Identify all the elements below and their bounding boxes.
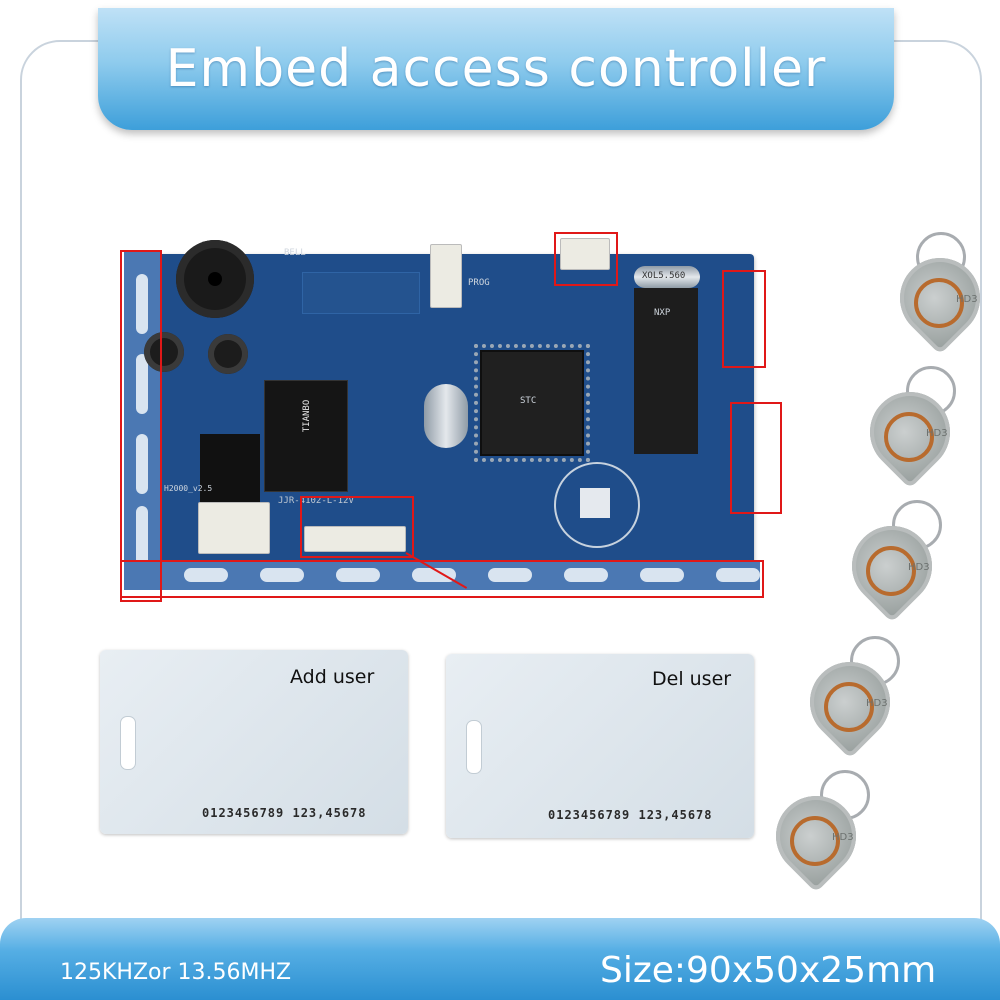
card-label: Add user (290, 666, 375, 688)
highlight-box (120, 560, 764, 598)
rail-slot (136, 434, 148, 494)
card-number: 0123456789 123,45678 (202, 806, 367, 820)
relay-model: JJR-4102-L-12V (278, 496, 354, 506)
connector (560, 238, 610, 270)
rail-slot (260, 568, 304, 582)
key-fob: HD3 (835, 500, 949, 623)
fob-text: HD3 (832, 832, 854, 843)
capacitor (144, 332, 184, 372)
crystal (424, 384, 468, 448)
battery-pad (580, 488, 610, 518)
title-banner: Embed access controller (98, 8, 894, 130)
highlight-box (554, 232, 618, 286)
relay-brand: TIANBO (302, 399, 312, 433)
fob-text: HD3 (956, 294, 978, 305)
fob-coil (914, 278, 964, 328)
chip-text: STC (520, 396, 537, 406)
fob-coil (824, 682, 874, 732)
rail-slot (336, 568, 380, 582)
card-label: Del user (652, 668, 732, 690)
highlight-box (730, 402, 782, 514)
buzzer (176, 240, 254, 318)
fob-text: HD3 (908, 562, 930, 573)
page-title: Embed access controller (165, 39, 827, 99)
capacitor (208, 334, 248, 374)
rail-slot (136, 506, 148, 566)
power-connector (198, 502, 270, 554)
connector (430, 244, 462, 308)
card-slot (466, 720, 482, 774)
fob-text: HD3 (926, 428, 948, 439)
rail-slot (136, 274, 148, 334)
size-text: Size:90x50x25mm (600, 950, 937, 991)
battery-holder (554, 462, 640, 548)
key-fob: HD3 (883, 232, 997, 355)
card-del-user: Del user 0123456789 123,45678 (446, 654, 754, 838)
prog-label: PROG (468, 278, 490, 288)
pin-header (302, 272, 420, 314)
crystal-label: XOL5.560 (642, 271, 686, 281)
highlight-box (120, 250, 162, 602)
rail-slot (564, 568, 608, 582)
fob-coil (884, 412, 934, 462)
relay: TIANBO (264, 380, 348, 492)
frequency-text: 125KHZor 13.56MHZ (60, 960, 292, 985)
rfid-chip: NXP (634, 288, 698, 454)
card-slot (120, 716, 136, 770)
fob-coil (866, 546, 916, 596)
fob-coil (790, 816, 840, 866)
rail-slot (136, 354, 148, 414)
voltage-regulator (200, 434, 260, 504)
rail-slot (640, 568, 684, 582)
crystal-oscillator: XOL5.560 (634, 266, 700, 288)
fob-text: HD3 (866, 698, 888, 709)
key-fob: HD3 (793, 636, 907, 759)
pcb-board-image: BELL PROG TIANBO JJR-4102-L-12V H2000_v2… (120, 232, 782, 602)
key-fob: HD3 (759, 770, 873, 893)
key-fob: HD3 (853, 366, 967, 489)
microcontroller-chip: STC (474, 344, 590, 462)
rail-slot (184, 568, 228, 582)
rail-slot (412, 568, 456, 582)
card-add-user: Add user 0123456789 123,45678 (100, 650, 408, 834)
highlight-box (300, 496, 414, 558)
rail-slot (488, 568, 532, 582)
board-model: H2000_v2.5 (164, 484, 213, 493)
bell-label: BELL (284, 248, 306, 258)
card-number: 0123456789 123,45678 (548, 808, 713, 822)
terminal-connector (304, 526, 406, 552)
highlight-box (722, 270, 766, 368)
nxp-label: NXP (654, 308, 671, 318)
footer-bar (0, 918, 1000, 1000)
rail-slot (716, 568, 760, 582)
